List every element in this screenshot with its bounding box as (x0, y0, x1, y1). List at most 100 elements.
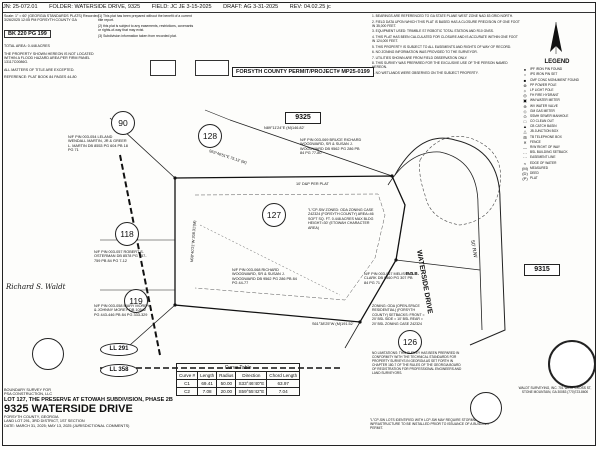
legend-row: ⊙SSMH SEWER MANHOLE (520, 114, 594, 119)
top-notes: (1) This plat has been prepared without … (98, 14, 194, 66)
draft-date: DRAFT: AG 3-31-2025 (223, 4, 279, 10)
firm-info: WALDT SURVEYING, INC. 701 WEST CROSS ST,… (518, 386, 592, 394)
note-left: TOTAL AREA: 0.448 ACRES (4, 44, 50, 49)
legend-symbol: ● (523, 67, 527, 73)
note-top: (1) This plat has been prepared without … (98, 14, 192, 23)
legend-row: (M)MEASURED (520, 166, 594, 171)
curve-cell: 63.97 (266, 379, 301, 388)
curve-table-header: Curve # Length Radius Direction Chord Le… (175, 371, 301, 380)
lot-number-119: 119 (124, 289, 148, 313)
legend-symbol: - - (523, 150, 527, 156)
lot-118-owner: N/F PIN 003-057 ROBERT S. OSTERMAN DB 85… (94, 250, 147, 263)
legend-label: R/W RIGHT OF WAY (530, 145, 561, 150)
engineer-seal (470, 392, 502, 424)
firm-logo (548, 340, 596, 388)
legend-row: ⊞TB TELEPHONE BOX (520, 135, 594, 140)
legend-row: ○IPS IRON PIN SET (520, 72, 594, 77)
legend-symbol: (M) (522, 165, 528, 171)
legend-row: □CO CLEAN OUT (520, 119, 594, 124)
legend-row: ☼LP LIGHT POLE (520, 88, 594, 93)
legend-label: GM GAS METER (530, 108, 555, 113)
legend-symbol: ◎ (523, 93, 527, 99)
curve-cell: C1 (175, 379, 199, 388)
legend-label: MEASURED (530, 165, 549, 170)
lot-126-bearing: S61°38'25"W (M)191.52' (312, 322, 354, 326)
note-right: 8. THIS SURVEY WAS PREPARED FOR THE EXCL… (372, 61, 508, 70)
permit-number: FORSYTH COUNTY PERMIT/PROJECT# MP25-0199 (232, 67, 374, 77)
legend-symbol: ✕ (523, 139, 527, 145)
legend-symbol: (P) (522, 176, 528, 182)
legend-label: BSL BUILDING SETBACK (530, 150, 568, 155)
legend-label: PP POWER POLE (530, 82, 557, 87)
curve-table: Curve Table Curve # Length Radius Direct… (175, 363, 301, 396)
note-right: 6. NO ZONING INFORMATION WAS PROVIDED TO… (372, 50, 478, 55)
legend-label: LP LIGHT POLE (530, 87, 554, 92)
curve-row: C1 69.41 50.00 S33°46'40"E 63.97 (175, 379, 301, 388)
legend-title: LEGEND (544, 59, 570, 65)
legend-row: ◎FH FIRE HYDRANT (520, 93, 594, 98)
legend-label: FENCE (530, 139, 541, 144)
left-notes-column: Scale: 1" = 60' (GEORGIA STANDARDS PLATS… (4, 14, 100, 344)
curve-col-header: Length (197, 371, 218, 380)
note-left: Scale: 1" = 60' (GEORGIA STANDARDS PLATS… (4, 14, 99, 23)
note-top: (3) Subdivision information taken from r… (98, 34, 177, 39)
lot-128-owner: N/F PIN 003-069 BRUCE RICHARD WOODWARD, … (300, 138, 362, 156)
legend-symbol: ⊙ (523, 113, 527, 119)
lot-number-118: 118 (115, 222, 139, 246)
legend-row: (P)PLAT (520, 176, 594, 181)
surveyor-seal (32, 338, 64, 370)
legend-row: ⊕WV WATER VALVE (520, 104, 594, 109)
note-right: 5. THIS PROPERTY IS SUBJECT TO ALL EASEM… (372, 44, 512, 49)
legend-symbol: ■ (523, 77, 527, 83)
legend-symbol: ⊕ (523, 103, 527, 109)
legend-label: EDGE OF WATER (530, 160, 557, 165)
legend-row: △JB JUNCTION BOX (520, 129, 594, 134)
title-line-2: PSA CONSTRUCTION, LLC (4, 392, 53, 397)
legend-symbol: ○ (523, 72, 527, 78)
lot-number-127: 127 (262, 203, 286, 227)
curve-cell: S59°55'42"E (235, 387, 268, 396)
legend-row: ⊗PP POWER POLE (520, 83, 594, 88)
legend-symbol: ⊗ (523, 82, 527, 88)
title-land-lot: LAND LOT 291, 3RD DISTRICT, 1ST SECTION (4, 419, 85, 424)
title-address: 9325 WATERSIDE DRIVE (4, 402, 133, 415)
lot-128-bearing: N89°11'24"E (M)146.82' (264, 126, 305, 130)
land-lot-291: LL 291 (100, 343, 138, 356)
approval-stamp (150, 60, 176, 76)
legend-label: EASEMENT LINE (530, 155, 556, 160)
note-right: 9. NO WETLANDS WERE OBSERVED ON THE SUBJ… (372, 71, 479, 76)
legend-row: - -BSL BUILDING SETBACK (520, 150, 594, 155)
legend-label: WV WATER VALVE (530, 103, 558, 108)
legend-label: IPS IRON PIN SET (530, 72, 558, 77)
curve-cell: 7.04 (266, 387, 301, 396)
owner-signature: Richard S. Waldt (6, 283, 66, 291)
legend-symbol: ☼ (523, 87, 527, 93)
lot-number-128: 128 (198, 124, 222, 148)
lot-number-90: 90 (111, 111, 135, 135)
legend-label: IPF IRON PIN FOUND (530, 67, 563, 72)
legend-label: JB JUNCTION BOX (530, 129, 559, 134)
revision-date: REV: 04.02.25 jc (289, 4, 331, 10)
legend-row: ▲CB CATCH BASIN (520, 124, 594, 129)
point-of-beginning: P.O.B. (406, 271, 419, 276)
curve-cell: 20.00 (216, 387, 237, 396)
curve-col-header: Chord Length (266, 371, 301, 380)
header-strip: JN: 25-072.01 FOLDER: WATERSIDE DRIVE, 9… (3, 3, 595, 13)
lot-119-owner: N/F PIN 003-058 MARY MOREY & JOHNNY MORE… (94, 304, 150, 317)
legend-row: ■CMF CONC MONUMENT FOUND (520, 78, 594, 83)
surveyor-notes: 1. BEARINGS ARE REFERENCED TO GA STATE P… (372, 14, 520, 124)
legend-label: SSMH SEWER MANHOLE (530, 113, 569, 118)
title-dates: DATE: MARCH 31, 2025; MAY 13, 2025 (JURI… (4, 423, 130, 428)
lot-number-126: 126 (398, 330, 422, 354)
note-right: 1. BEARINGS ARE REFERENCED TO GA STATE P… (372, 14, 514, 18)
title-block: BOUNDARY SURVEY FOR PSA CONSTRUCTION, LL… (4, 388, 252, 446)
note-left: ALL MATTERS OF TITLE ARE EXCEPTED. (4, 67, 75, 72)
legend-label: PLAT (530, 176, 538, 181)
sheet-border (2, 2, 596, 446)
legend-row: ●IPF IRON PIN FOUND (520, 67, 594, 72)
legend-rows: ●IPF IRON PIN FOUND○IPS IRON PIN SET■CMF… (520, 67, 594, 181)
lcp-sw-note: "L"CP-SW LOTS IDENTIFIED WITH LCP-SW MAY… (370, 418, 489, 430)
file-stamp: BK 220 PG 199 (4, 29, 51, 39)
lot-90-owner: N/F PIN 003-054 LELAND WENDALL MARTIN, J… (68, 135, 128, 153)
field-date: FIELD: JC JE 3-15-2025 (151, 4, 212, 10)
